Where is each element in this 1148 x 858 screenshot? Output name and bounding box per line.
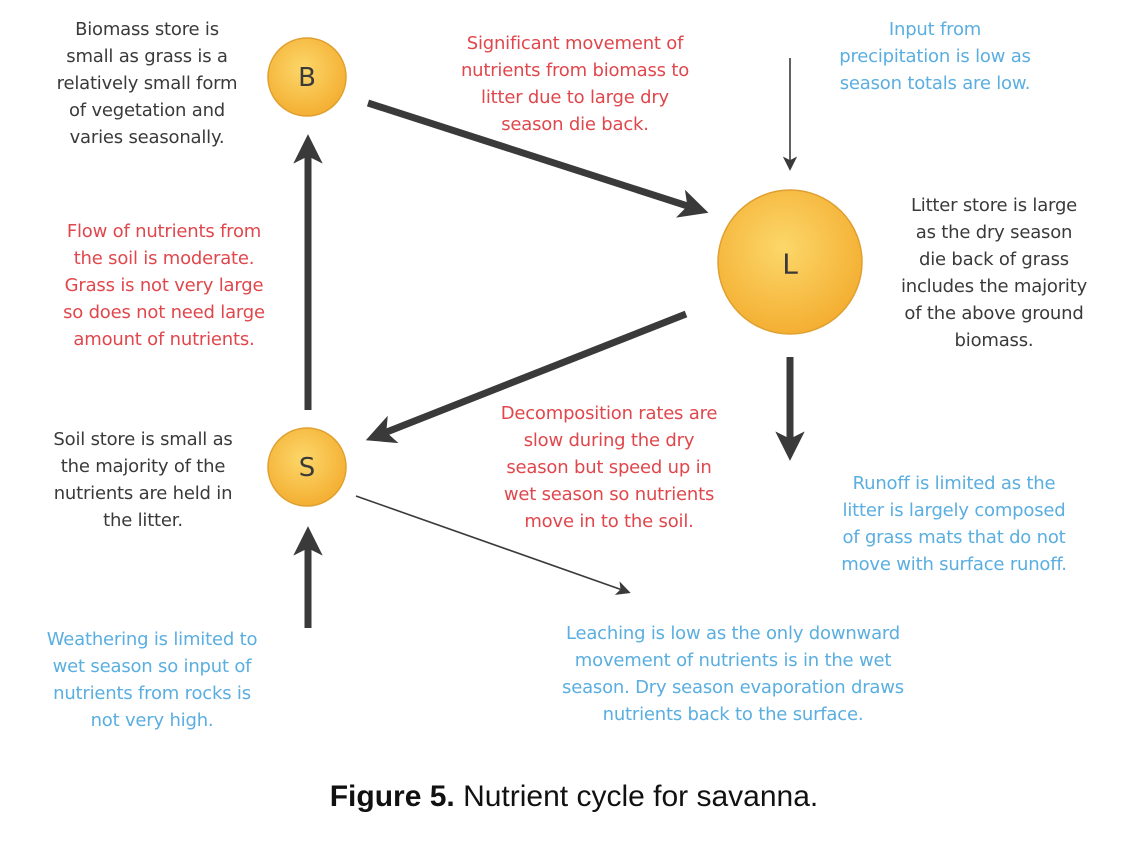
note-runoff: Runoff is limited as the litter is large…: [841, 473, 1067, 575]
note-leaching: Leaching is low as the only downward mov…: [562, 623, 904, 725]
arrow-biomass-to-litter: [366, 99, 709, 218]
note-biomass-to-litter: Significant movement of nutrients from b…: [460, 33, 690, 135]
biomass-store-node: B: [267, 37, 347, 117]
note-weathering-input: Weathering is limited to wet season so i…: [46, 629, 258, 731]
soil-store-node: S: [267, 427, 347, 507]
litter-store-node: L: [717, 189, 863, 335]
arrow-soil-leaching: [355, 495, 631, 595]
note-litter-store: Litter store is large as the dry season …: [900, 195, 1088, 351]
litter-node-label: L: [782, 248, 798, 281]
note-biomass-store: Biomass store is small as grass is a rel…: [56, 19, 238, 148]
biomass-node-label: B: [298, 63, 316, 93]
note-soil-to-biomass: Flow of nutrients from the soil is moder…: [63, 221, 265, 350]
arrow-litter-to-soil: [365, 310, 688, 444]
caption-prefix: Figure 5.: [329, 780, 455, 813]
soil-node-label: S: [299, 453, 316, 483]
note-precipitation-input: Input from precipitation is low as seaso…: [839, 19, 1031, 94]
note-soil-store: Soil store is small as the majority of t…: [53, 429, 233, 531]
note-decomposition: Decomposition rates are slow during the …: [500, 403, 718, 532]
figure-caption: Figure 5. Nutrient cycle for savanna.: [0, 780, 1148, 814]
caption-text: Nutrient cycle for savanna.: [454, 780, 819, 813]
